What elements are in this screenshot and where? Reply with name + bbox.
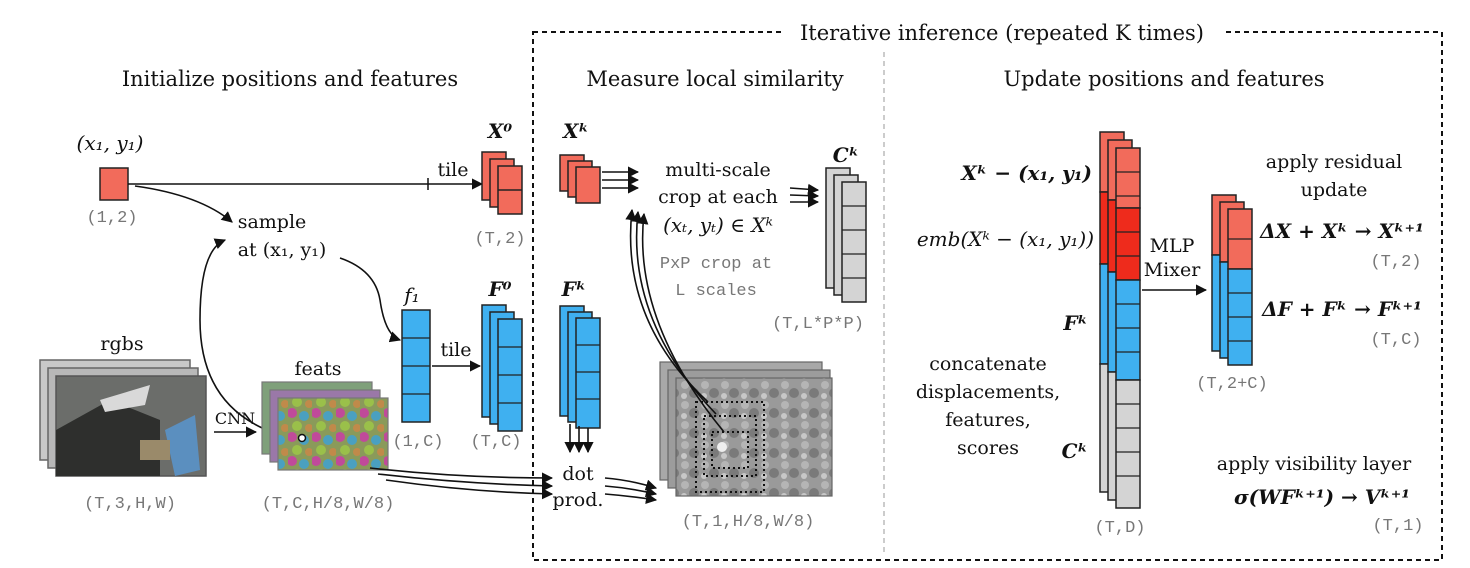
- update-title: Update positions and features: [1003, 67, 1324, 91]
- crop-label-2: crop at each: [658, 186, 778, 208]
- ck-shape: (T,L*P*P): [772, 315, 864, 334]
- concat-stack: [1099, 131, 1141, 509]
- concat-label-1: concatenate: [929, 353, 1047, 375]
- crop-note-1: PxP crop at: [660, 255, 772, 274]
- visibility-label-2: σ(WFᵏ⁺¹) → Vᵏ⁺¹: [1234, 485, 1410, 509]
- correlation-map-stack: [659, 361, 833, 497]
- residual-label-2: update: [1301, 179, 1368, 201]
- crop-arrow-1: [789, 183, 820, 195]
- crop-arrow-2: [789, 190, 820, 202]
- f0-stack: [481, 304, 523, 432]
- concat-label-4: scores: [957, 437, 1019, 459]
- f1-label: f₁: [402, 283, 419, 307]
- arrow-query-to-sample: [134, 185, 233, 223]
- rgbs-image-stack: [39, 359, 207, 477]
- residual-label-1: apply residual: [1266, 151, 1402, 173]
- sample-label-1: sample: [238, 211, 307, 233]
- delta-f-shape: (T,C): [1370, 331, 1421, 350]
- dot-label-2: prod.: [553, 489, 604, 511]
- ck-label-measure: Cᵏ: [833, 143, 859, 167]
- f0-label: F⁰: [488, 277, 512, 301]
- arrow-feats-to-sample: [199, 238, 301, 441]
- query-point-block: [99, 167, 129, 201]
- visibility-label-1: apply visibility layer: [1217, 453, 1412, 475]
- fk-stack: [559, 305, 601, 429]
- concat-label-3: features,: [945, 409, 1031, 431]
- xk-stack: [559, 154, 601, 204]
- iterative-title: Iterative inference (repeated K times): [800, 21, 1204, 45]
- output-shape: (T,2+C): [1196, 375, 1267, 394]
- delta-x-shape: (T,2): [1370, 253, 1421, 272]
- feats-to-dot-2: [377, 473, 554, 492]
- rgbs-label: rgbs: [100, 333, 143, 355]
- feats-to-dot-3: [385, 479, 554, 500]
- feats-stack: [261, 381, 389, 471]
- corr-to-crop-3: [637, 212, 725, 433]
- initialize-title: Initialize positions and features: [122, 67, 458, 91]
- feats-label: feats: [295, 358, 342, 380]
- f1-shape: (1,C): [392, 433, 443, 452]
- rgbs-shape: (T,3,H,W): [84, 495, 176, 514]
- arrow-sample-to-f1: [339, 257, 402, 343]
- x0-stack: [481, 151, 523, 215]
- visibility-shape: (T,1): [1372, 517, 1423, 536]
- corr-to-crop-2: [631, 210, 717, 415]
- measure-title: Measure local similarity: [586, 67, 843, 91]
- crop-label-1: multi-scale: [665, 159, 771, 181]
- mlp-label-1: MLP: [1150, 235, 1195, 257]
- tile-label-bottom: tile: [440, 339, 471, 361]
- delta-x-eq: ΔX + Xᵏ → Xᵏ⁺¹: [1259, 219, 1424, 243]
- dot-label-1: dot: [562, 463, 594, 485]
- feats-to-dot-1: [369, 467, 554, 484]
- iterative-title-bg: [782, 18, 1222, 46]
- crop-note-2: L scales: [675, 282, 757, 301]
- f0-shape: (T,C): [470, 433, 521, 452]
- query-shape: (1,2): [86, 209, 137, 228]
- output-stack: [1211, 194, 1253, 366]
- cnn-label: CNN: [215, 409, 255, 428]
- feats-shape: (T,C,H/8,W/8): [262, 495, 395, 514]
- delta-f-eq: ΔF + Fᵏ → Fᵏ⁺¹: [1261, 297, 1422, 321]
- x0-shape: (T,2): [474, 230, 525, 249]
- dot-to-corr-2: [604, 485, 658, 498]
- sample-label-2: at (x₁, y₁): [238, 239, 327, 261]
- mlp-label-2: Mixer: [1144, 259, 1201, 281]
- stack-shape: (T,D): [1094, 519, 1145, 538]
- query-point-label: (x₁, y₁): [77, 131, 144, 155]
- crop-label-3: (xₜ, yₜ) ∈ Xᵏ: [663, 213, 773, 237]
- xk-label: Xᵏ: [561, 119, 589, 143]
- f1-block: [401, 309, 431, 423]
- corr-shape: (T,1,H/8,W/8): [682, 513, 815, 532]
- ck-stack: [825, 167, 867, 303]
- row-embedding-label: emb(Xᵏ − (x₁, y₁)): [917, 227, 1094, 251]
- row-displacement-label: Xᵏ − (x₁, y₁): [959, 161, 1092, 185]
- row-scores-label: Cᵏ: [1062, 439, 1088, 463]
- dot-to-corr-3: [604, 492, 658, 505]
- fk-label: Fᵏ: [561, 277, 587, 301]
- x0-label: X⁰: [486, 119, 513, 143]
- tile-label-top: tile: [437, 159, 468, 181]
- concat-label-2: displacements,: [916, 381, 1060, 403]
- row-features-label: Fᵏ: [1062, 311, 1088, 335]
